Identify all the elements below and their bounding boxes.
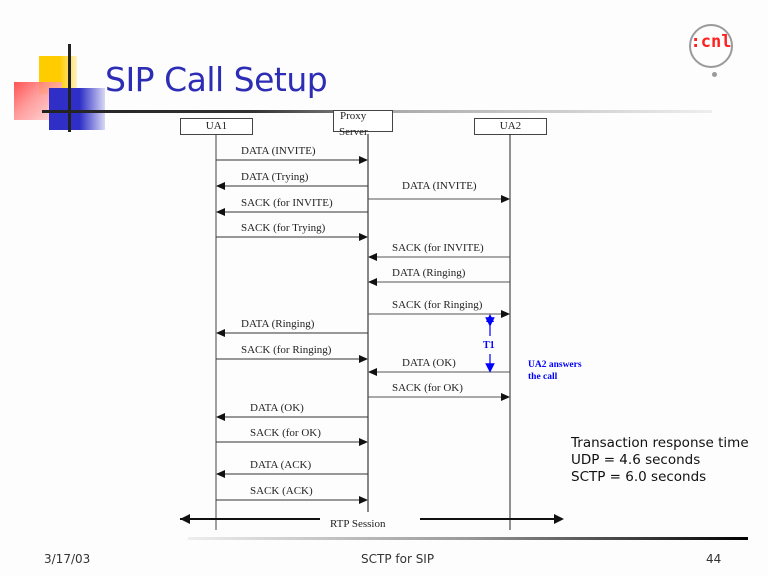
message-arrowhead — [216, 182, 225, 190]
message-label: SACK (for Ringing) — [392, 299, 483, 311]
timer-label: T1 — [483, 340, 495, 351]
message-label: SACK (for OK) — [392, 382, 463, 394]
participant-proxy-label-1: Proxy — [340, 110, 367, 122]
message-label: DATA (Ringing) — [241, 318, 315, 330]
footer-date: 3/17/03 — [44, 552, 91, 566]
logo-text: :cnl — [690, 32, 732, 52]
annotation-line2: the call — [528, 372, 558, 382]
message-arrowhead — [501, 195, 510, 203]
message-label: SACK (ACK) — [250, 485, 313, 497]
footer-rule — [188, 537, 748, 540]
decor-vertical-line — [68, 44, 71, 132]
message-arrowhead — [216, 413, 225, 421]
message-label: DATA (INVITE) — [402, 180, 477, 192]
decor-blue-square — [49, 88, 105, 130]
message-arrowhead — [359, 496, 368, 504]
message-arrowhead — [368, 368, 377, 376]
message-label: SACK (for Ringing) — [241, 344, 332, 356]
message-arrowhead — [501, 393, 510, 401]
message-label: DATA (Ringing) — [392, 267, 466, 279]
title-underline — [42, 110, 392, 113]
message-label: SACK (for INVITE) — [392, 242, 484, 254]
rtp-label: RTP Session — [330, 518, 386, 530]
message-arrowhead — [359, 355, 368, 363]
note-line-1: Transaction response time — [571, 435, 749, 451]
timer-arrowhead-down — [486, 364, 494, 372]
message-label: SACK (for INVITE) — [241, 197, 333, 209]
message-arrowhead — [359, 233, 368, 241]
message-arrowhead — [359, 438, 368, 446]
message-label: DATA (INVITE) — [241, 145, 316, 157]
message-arrowhead — [359, 156, 368, 164]
timer-arrowhead-up — [486, 314, 494, 322]
rtp-arrowhead-right — [554, 514, 564, 524]
participant-ua2-label: UA2 — [499, 120, 522, 132]
message-label: DATA (OK) — [250, 402, 304, 414]
note-line-3: SCTP = 6.0 seconds — [571, 469, 707, 485]
message-arrowhead — [216, 470, 225, 478]
logo-dot — [712, 72, 717, 77]
footer-page-number: 44 — [706, 552, 722, 566]
notes-block: Transaction response time UDP = 4.6 seco… — [571, 435, 749, 486]
slide-title: SIP Call Setup — [105, 60, 328, 99]
participant-proxy: Proxy — [333, 110, 393, 132]
cnl-logo-icon — [689, 24, 733, 68]
footer-title: SCTP for SIP — [361, 552, 435, 566]
message-arrowhead — [501, 310, 510, 318]
note-line-2: UDP = 4.6 seconds — [571, 452, 701, 468]
message-label: SACK (for OK) — [250, 427, 321, 439]
message-arrowhead — [216, 329, 225, 337]
rtp-arrowhead-left — [180, 514, 190, 524]
participant-ua1-label: UA1 — [205, 120, 228, 132]
title-underline-fade — [392, 110, 712, 113]
message-arrowhead — [216, 208, 225, 216]
message-label: DATA (Trying) — [241, 171, 309, 183]
message-label: SACK (for Trying) — [241, 222, 326, 234]
participant-ua2: UA2 — [474, 118, 547, 135]
message-label: DATA (ACK) — [250, 459, 311, 471]
participant-proxy-label-2: Server — [339, 126, 368, 138]
message-label: DATA (OK) — [402, 357, 456, 369]
message-arrowhead — [368, 253, 377, 261]
annotation-line1: UA2 answers — [528, 360, 582, 370]
message-arrowhead — [368, 278, 377, 286]
